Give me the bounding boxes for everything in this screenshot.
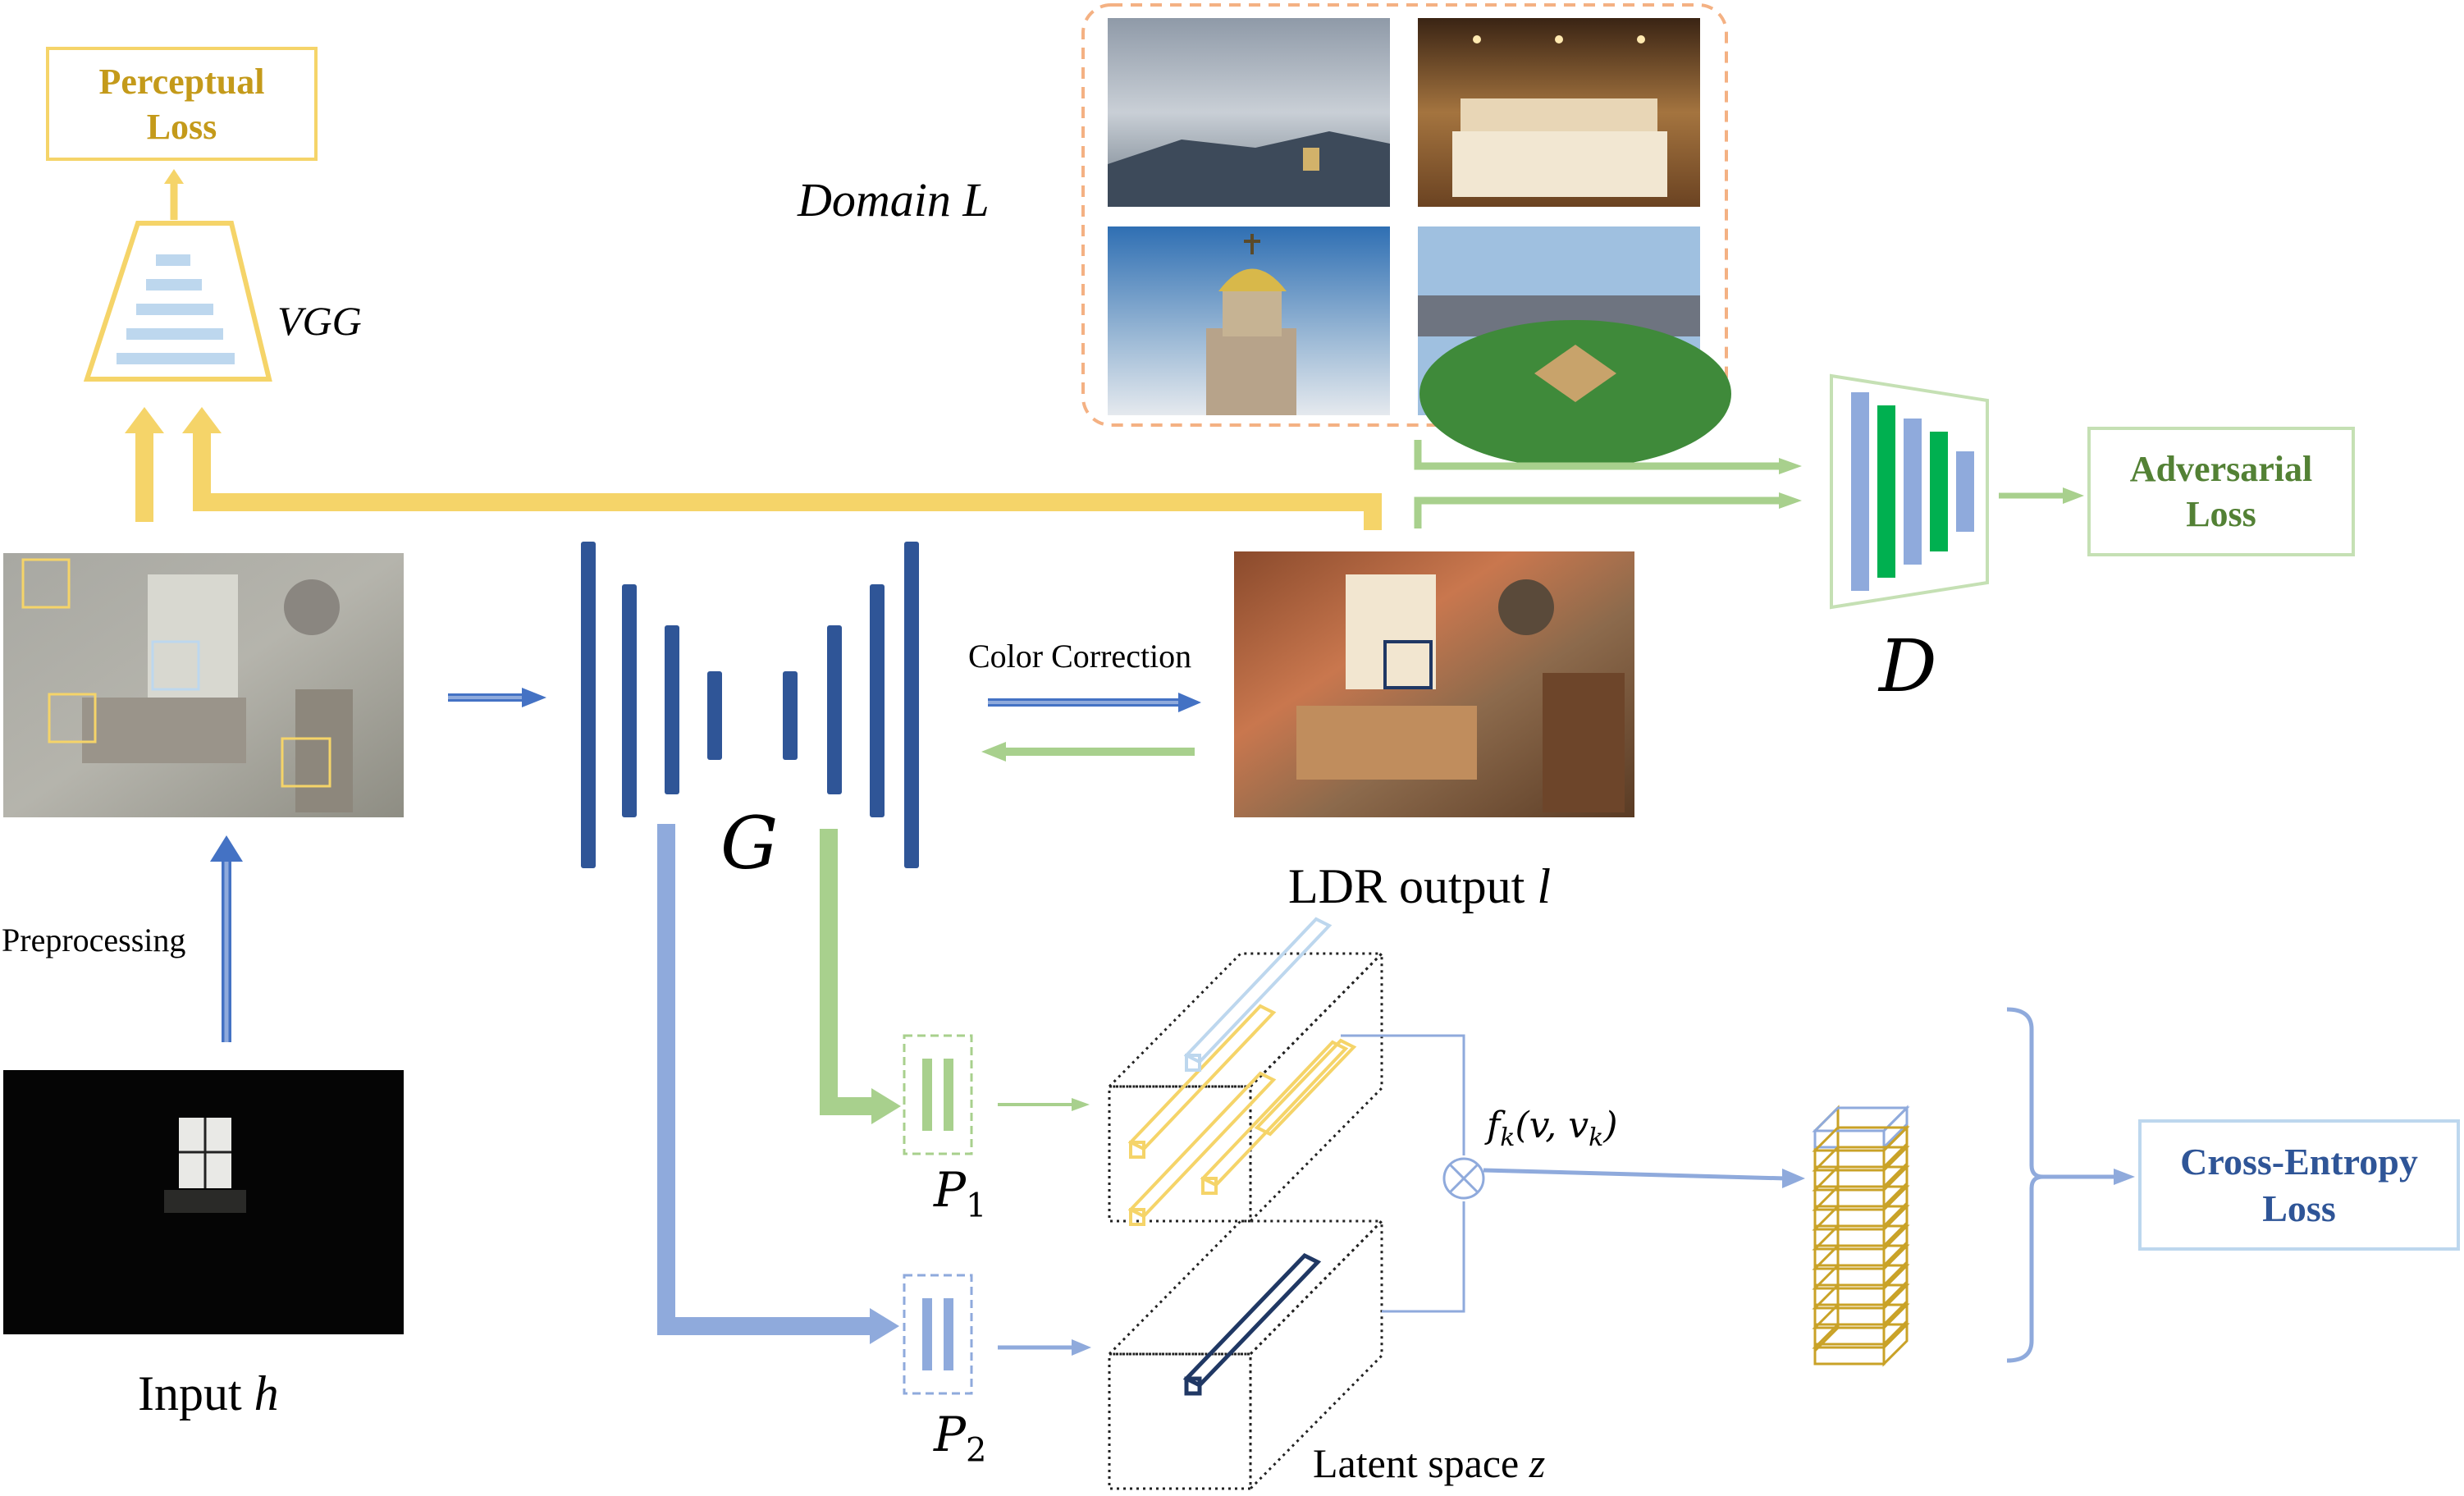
domain-to-d-arrow-1 bbox=[1414, 440, 1802, 474]
generator-to-p2-arrow bbox=[657, 824, 899, 1344]
d-to-adversarial-arrow bbox=[1999, 487, 2084, 504]
logit-layer-top bbox=[1812, 1244, 1910, 1270]
ldr-output-variable: l bbox=[1537, 859, 1552, 913]
discriminator-label: D bbox=[1879, 624, 1937, 708]
p2-to-latent-arrow bbox=[998, 1339, 1091, 1356]
fk-f: f bbox=[1487, 1105, 1501, 1146]
similarity-to-logits-arrow bbox=[1483, 1168, 1805, 1188]
preprocessing-arrow bbox=[210, 835, 243, 1042]
logit-layer-top bbox=[1812, 1146, 1910, 1172]
p1-letter: P bbox=[934, 1162, 967, 1218]
vgg-network-icon bbox=[83, 221, 272, 382]
vgg-to-perceptual-arrow bbox=[164, 169, 184, 220]
latent-cube-upper bbox=[1106, 950, 1385, 1224]
logit-layer-top bbox=[1812, 1323, 1910, 1349]
fk-f-subscript: k bbox=[1500, 1123, 1515, 1152]
ldr-to-d-arrow bbox=[1414, 492, 1802, 528]
input-to-generator-arrow bbox=[448, 688, 546, 707]
logit-layer-top bbox=[1812, 1165, 1910, 1192]
logit-layer-top bbox=[1812, 1185, 1910, 1211]
logit-layer-top bbox=[1812, 1264, 1910, 1290]
similarity-operator-icon bbox=[1442, 1157, 1485, 1200]
domain-image-stadium bbox=[1418, 226, 1731, 468]
preprocessed-input-image bbox=[3, 553, 404, 817]
logit-layer-top bbox=[1812, 1224, 1910, 1251]
p1-projection-head bbox=[903, 1034, 973, 1155]
ldr-output-image bbox=[1234, 551, 1634, 817]
perceptual-loss-label: Perceptual Loss bbox=[49, 50, 314, 158]
ldr-output-text: LDR output bbox=[1288, 859, 1538, 913]
p1-subscript: 1 bbox=[966, 1187, 987, 1225]
fk-args: (v, v bbox=[1515, 1105, 1589, 1146]
p2-letter: P bbox=[934, 1407, 967, 1462]
latent-space-variable: z bbox=[1529, 1440, 1546, 1486]
preprocessed-to-vgg-arrow bbox=[125, 407, 164, 522]
domain-image-bedroom bbox=[1418, 18, 1700, 207]
generator-to-p1-arrow bbox=[820, 829, 901, 1124]
fk-args-subscript: k bbox=[1589, 1123, 1604, 1152]
p1-to-latent-arrow bbox=[998, 1098, 1090, 1111]
vgg-label: VGG bbox=[277, 298, 362, 344]
cross-entropy-bracket bbox=[2006, 1007, 2044, 1363]
ldr-output-label: LDR output l bbox=[1288, 858, 1551, 915]
latent-space-label: Latent space z bbox=[1313, 1439, 1545, 1487]
logit-layer-top bbox=[1812, 1106, 1910, 1132]
domain-l-frame bbox=[1081, 3, 1728, 427]
p2-projection-head bbox=[903, 1274, 973, 1395]
similarity-function-label: fk(v, vk) bbox=[1487, 1105, 1617, 1152]
p2-label: P2 bbox=[934, 1407, 986, 1470]
latent-space-text: Latent space bbox=[1313, 1440, 1529, 1486]
logit-stack-icon bbox=[1812, 1105, 1910, 1367]
latent-vector-lower bbox=[1182, 1252, 1322, 1396]
ldr-to-vgg-feedback-arrow bbox=[182, 407, 1382, 530]
input-text: Input bbox=[138, 1366, 254, 1421]
domain-image-landscape bbox=[1108, 18, 1390, 207]
logit-layer-top bbox=[1812, 1205, 1910, 1231]
fk-close: ) bbox=[1603, 1105, 1618, 1146]
bracket-to-ce-arrow bbox=[2041, 1169, 2135, 1185]
logit-layer-top bbox=[1812, 1126, 1910, 1152]
generator-network-icon bbox=[581, 542, 919, 868]
raw-hdr-input-image bbox=[3, 1070, 404, 1334]
input-variable: h bbox=[254, 1366, 279, 1421]
input-label: Input h bbox=[138, 1366, 279, 1422]
preprocessing-label: Preprocessing bbox=[2, 922, 186, 958]
ldr-feedback-arrow bbox=[981, 742, 1195, 762]
p2-subscript: 2 bbox=[966, 1431, 987, 1470]
generator-label: G bbox=[720, 801, 779, 885]
color-correction-label: Color Correction bbox=[968, 638, 1192, 675]
p1-label: P1 bbox=[934, 1162, 986, 1225]
latent-vectors-upper bbox=[1127, 917, 1357, 1226]
color-correction-arrow bbox=[988, 693, 1201, 712]
logit-layer bbox=[1813, 1346, 1886, 1366]
logit-layer-top bbox=[1812, 1303, 1910, 1329]
cross-entropy-loss-label: Cross-Entropy Loss bbox=[2142, 1123, 2457, 1247]
domain-image-church bbox=[1108, 226, 1390, 415]
domain-l-label: Domain L bbox=[798, 173, 990, 226]
similarity-connector-lines bbox=[1341, 1034, 1465, 1313]
latent-cube-lower bbox=[1106, 1218, 1385, 1492]
discriminator-network-icon bbox=[1830, 373, 1989, 610]
logit-layer-top bbox=[1812, 1283, 1910, 1310]
adversarial-loss-label: Adversarial Loss bbox=[2091, 430, 2352, 553]
